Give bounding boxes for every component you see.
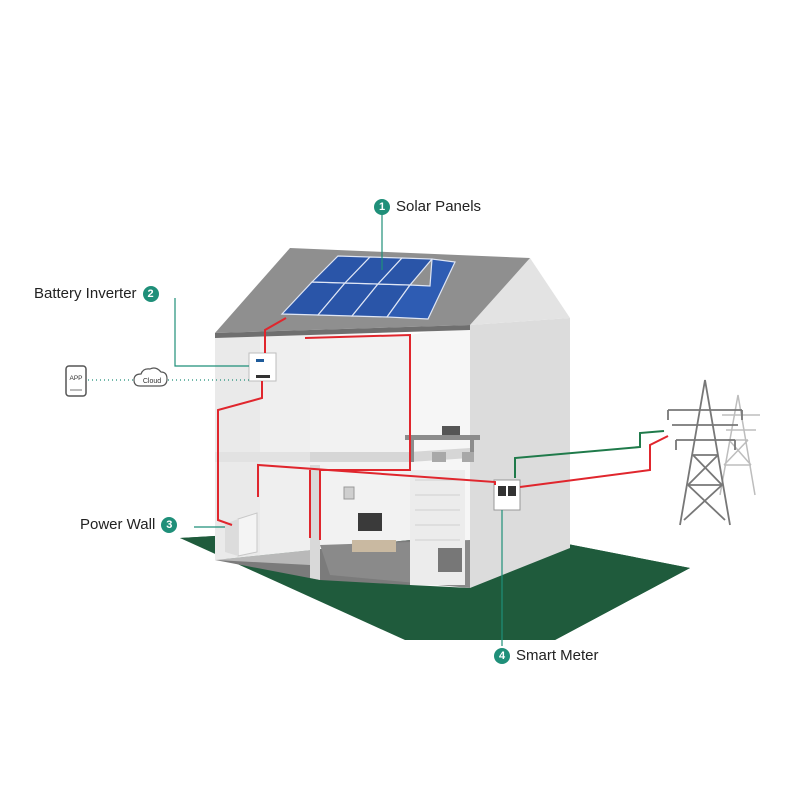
label-powerwall-text: Power Wall [80,516,156,533]
label-smart-meter: 4 Smart Meter [494,647,599,664]
badge-2: 2 [142,285,159,302]
red-wires [217,317,669,540]
label-meter-text: Smart Meter [516,647,599,664]
front-wall-left [215,333,310,565]
roof-edge [215,325,470,338]
front-wall-divider [310,465,320,580]
house-right-wall [470,318,570,588]
label-inverter-text: Battery Inverter [34,285,137,302]
power-tower-back [719,394,760,496]
label-battery-inverter: Battery Inverter 2 [34,285,159,302]
battery-inverter-unit [248,352,277,382]
house-gable [470,258,570,325]
svg-text:APP: APP [69,375,82,382]
callout-lines [174,214,503,646]
cloud-icon: Cloud [133,367,168,387]
label-solar-panels: 1 Solar Panels [374,198,481,215]
label-power-wall: Power Wall 3 [80,516,178,533]
badge-3: 3 [161,516,178,533]
lower-furniture [343,486,462,572]
badge-4: 4 [494,647,510,664]
label-solar-text: Solar Panels [396,198,482,215]
app-device-icon: APP [65,365,87,397]
solar-panels [280,255,456,320]
badge-1: 1 [374,198,390,215]
svg-text:Cloud: Cloud [143,378,161,385]
green-wire [514,430,665,478]
power-tower-front [667,379,743,526]
power-wall-battery [225,512,258,557]
smart-meter-unit [493,479,521,511]
upper-furniture [405,426,480,462]
